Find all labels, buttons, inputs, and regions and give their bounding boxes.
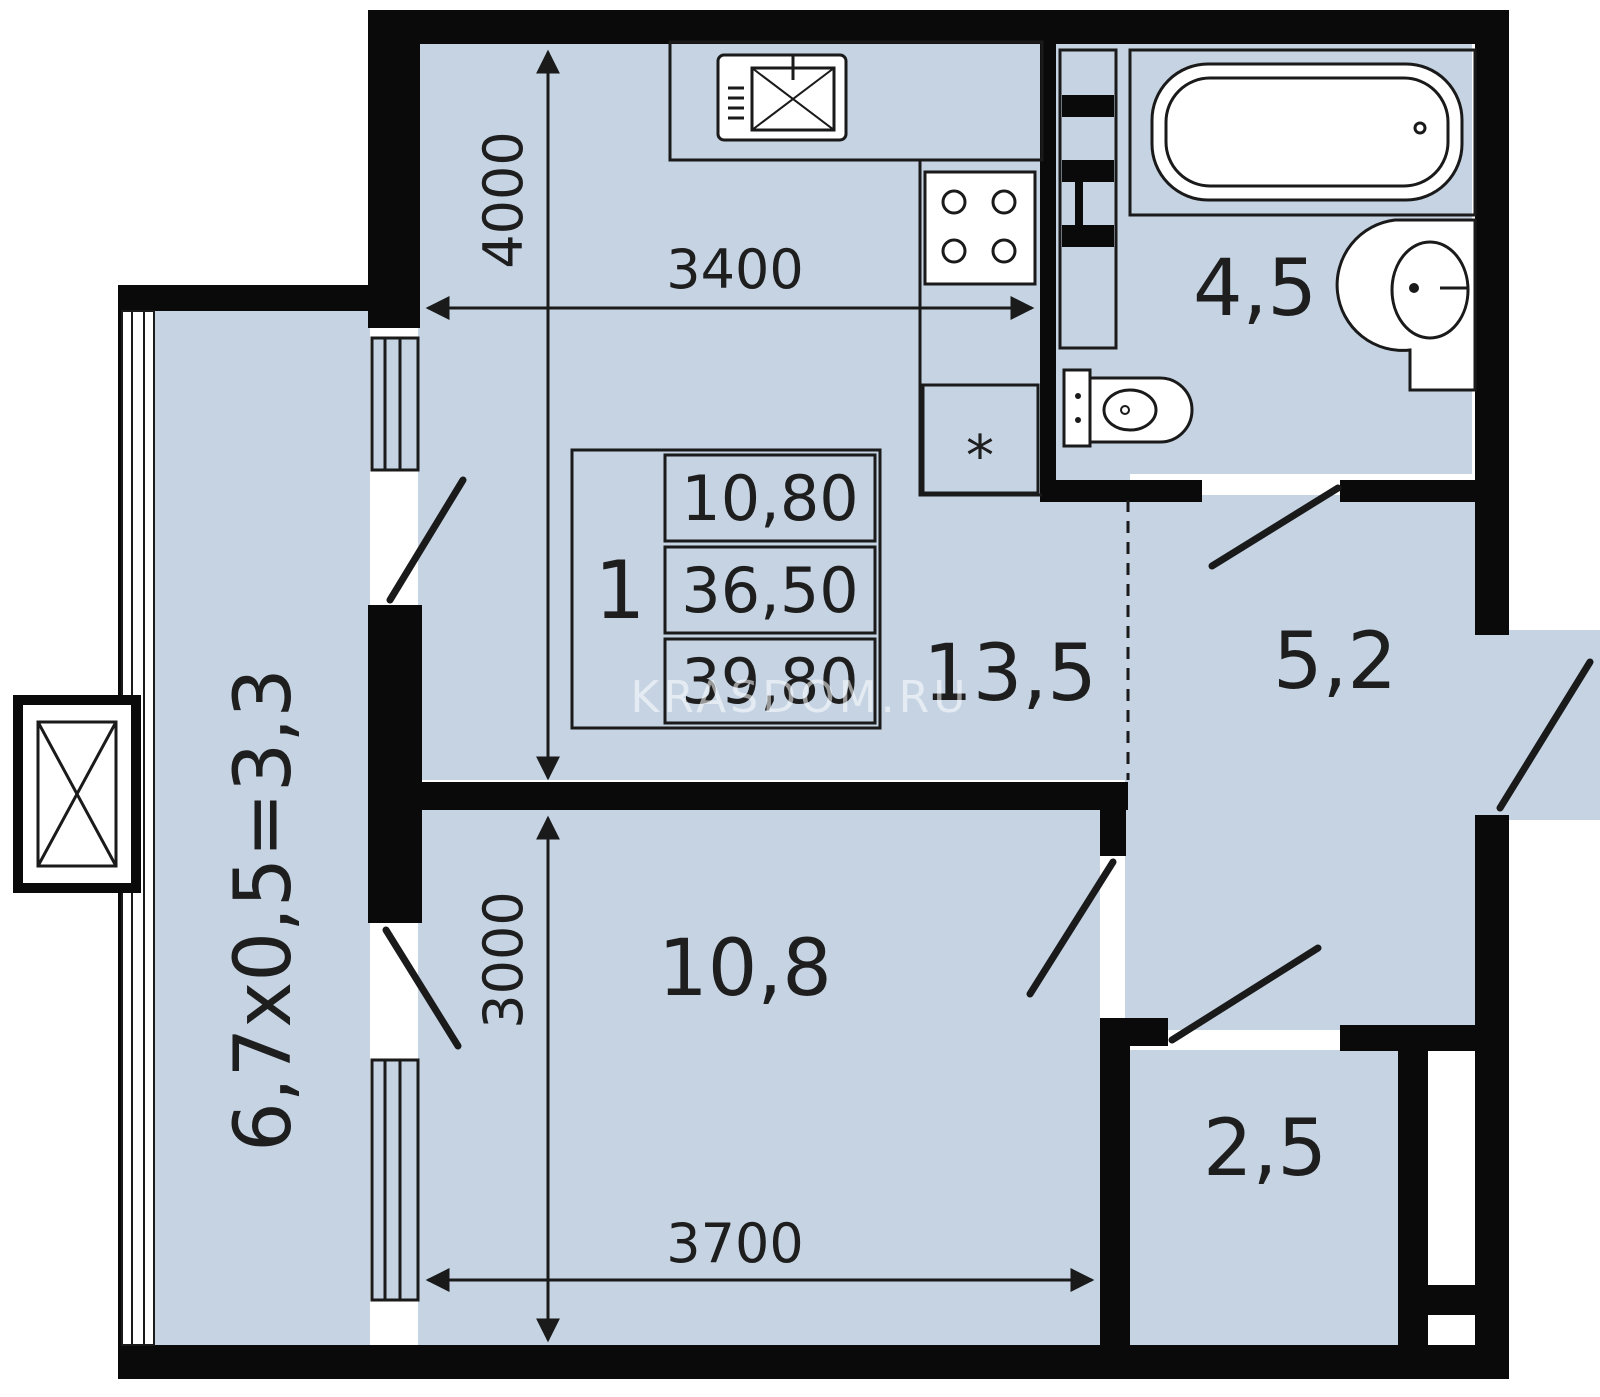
wall-storage-left	[1100, 1018, 1130, 1348]
storage-floor	[1130, 1050, 1410, 1345]
washbasin	[1335, 218, 1477, 392]
wall-balcony-top	[118, 285, 420, 311]
windows	[13, 310, 420, 1346]
watermark: KRASDOM.RU	[631, 672, 970, 723]
door-storage	[1168, 944, 1322, 1044]
dim-bedroom-width: 3700	[666, 1212, 803, 1275]
wall-bedroom-right	[1100, 800, 1126, 856]
room-area-kitchen-living: 13,5	[923, 629, 1097, 719]
summary-living-area: 10,80	[681, 462, 859, 535]
hallway-floor	[1125, 495, 1485, 1030]
door-balcony-kitchen	[386, 476, 467, 604]
room-area-hallway: 5,2	[1273, 617, 1397, 707]
wall-bottom	[118, 1345, 1482, 1379]
outdoor-ac-unit	[13, 695, 141, 893]
wall-right-lower	[1475, 815, 1509, 1379]
hallway-entrance-floor	[1470, 630, 1600, 820]
door-entrance	[1496, 658, 1594, 812]
wall-vertical-shaft-right	[1420, 1285, 1475, 1315]
summary-box: 1 10,80 36,50 39,80	[570, 448, 882, 730]
window-bedroom	[370, 1058, 420, 1302]
room-area-bathroom: 4,5	[1193, 244, 1317, 334]
wall-living-pillar	[368, 605, 422, 923]
ventilation-box: *	[921, 383, 1040, 495]
summary-total-area: 36,50	[681, 554, 859, 627]
summary-total-with-balcony: 39,80	[681, 645, 859, 718]
wall-top	[368, 10, 1478, 44]
walls	[118, 10, 1509, 1379]
bathtub	[1128, 48, 1477, 217]
door-bathroom	[1208, 484, 1342, 570]
room-area-storage: 2,5	[1203, 1104, 1327, 1194]
balcony-floor	[155, 310, 370, 1345]
bedroom-floor	[418, 800, 1100, 1345]
kitchen-sink-counter	[668, 40, 1044, 162]
dim-bedroom-length: 3000	[472, 891, 535, 1028]
dim-kitchen-length: 4000	[472, 131, 535, 268]
ventilation-mark: *	[966, 424, 994, 489]
kitchen-counter-side	[918, 160, 1042, 497]
wall-bedroom-kitchen	[368, 782, 1128, 810]
wall-right-upper	[1475, 10, 1509, 635]
door-bedroom	[1026, 858, 1117, 998]
wall-bathroom-bottom-right	[1340, 480, 1475, 502]
dimension-lines	[425, 49, 1095, 1343]
room-area-bedroom: 10,8	[658, 924, 832, 1014]
window-kitchen	[370, 336, 420, 472]
bathroom-shaft	[1058, 48, 1118, 350]
summary-rooms-count: 1	[595, 544, 646, 637]
dim-kitchen-width: 3400	[666, 238, 803, 301]
door-balcony-bedroom	[382, 926, 462, 1050]
toilet	[1062, 368, 1194, 448]
wall-left-kitchen	[368, 10, 420, 328]
kitchen-stove	[923, 170, 1037, 286]
wall-bathroom-bottom-left	[1040, 480, 1202, 502]
wall-bathroom-left	[1040, 42, 1056, 497]
doors	[382, 476, 1594, 1050]
room-area-balcony: 6,7x0,5=3,3	[219, 668, 309, 1152]
